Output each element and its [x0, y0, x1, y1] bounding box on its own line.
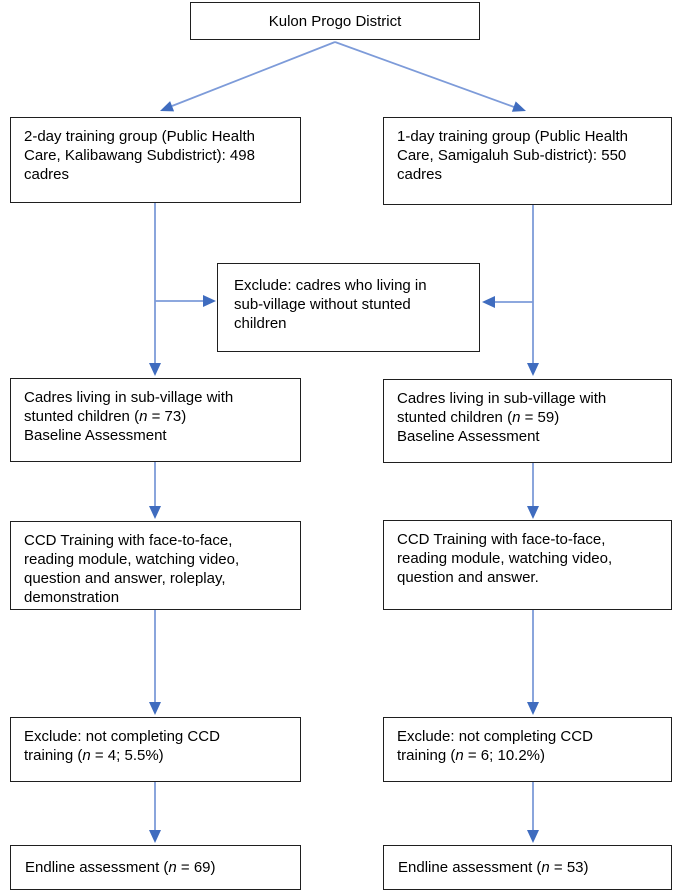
n-symbol: n	[512, 409, 521, 426]
text-line: stunted children (n = 73)	[24, 407, 287, 426]
text-line: stunted children (n = 59)	[397, 408, 658, 427]
arrowhead-left-group-to-baseline	[149, 363, 161, 376]
n-symbol: n	[82, 747, 91, 764]
arrowhead-left-exclude-to-endline	[149, 830, 161, 843]
text-line: Cadres living in sub-village with	[24, 389, 234, 406]
arrowhead-right-group-to-baseline	[527, 363, 539, 376]
right-exclude-box: Exclude: not completing CCD training (n …	[383, 717, 672, 782]
text-line: CCD Training with face-to-face,	[397, 531, 606, 548]
arrowhead-right-branch-to-exclusion	[482, 296, 495, 308]
text-segment: = 4; 5.5%)	[90, 747, 164, 764]
n-symbol: n	[455, 747, 464, 764]
text-line: Exclude: cadres who living in	[234, 277, 427, 294]
text-line: reading module, watching video,	[397, 550, 613, 567]
text-line: reading module, watching video,	[24, 551, 240, 568]
text-line: 2-day training group (Public Health	[24, 128, 255, 145]
text-line: cadres	[397, 166, 443, 183]
text-segment: = 73)	[147, 408, 187, 425]
arrowhead-right-training-to-exclude	[527, 702, 539, 715]
text-line: 1-day training group (Public Health	[397, 128, 628, 145]
district-box: Kulon Progo District	[190, 2, 480, 40]
text-line: Care, Samigaluh Sub-district): 550	[397, 147, 627, 164]
n-symbol: n	[541, 859, 550, 876]
text-line: Cadres living in sub-village with	[397, 390, 607, 407]
text-segment: Endline assessment (	[398, 859, 542, 876]
arrowhead-left-branch-to-exclusion	[203, 295, 216, 307]
text-segment: = 53)	[549, 859, 589, 876]
right-endline-box: Endline assessment (n = 53)	[383, 845, 672, 890]
text-line: Baseline Assessment	[24, 427, 167, 444]
arrowhead-left-baseline-to-training	[149, 506, 161, 519]
text-segment: stunted children (	[24, 408, 140, 425]
left-exclude-box: Exclude: not completing CCD training (n …	[10, 717, 301, 782]
arrow-district-to-left-group	[171, 41, 336, 107]
arrowhead-district-to-left-group	[160, 101, 175, 112]
text-segment: training (	[397, 747, 456, 764]
text-line: Exclude: not completing CCD	[24, 728, 220, 745]
text-line: training (n = 6; 10.2%)	[397, 746, 658, 765]
arrowhead-left-training-to-exclude	[149, 702, 161, 715]
right-baseline-box: Cadres living in sub-village with stunte…	[383, 379, 672, 463]
text-line: Baseline Assessment	[397, 428, 540, 445]
text-segment: training (	[24, 747, 83, 764]
text-line: Endline assessment (n = 53)	[398, 858, 589, 877]
right-training-box: CCD Training with face-to-face, reading …	[383, 520, 672, 610]
right-group-box: 1-day training group (Public Health Care…	[383, 117, 672, 205]
text-line: Exclude: not completing CCD	[397, 728, 593, 745]
text-line: question and answer.	[397, 569, 539, 586]
n-symbol: n	[168, 859, 177, 876]
text-segment: = 59)	[520, 409, 560, 426]
left-group-box: 2-day training group (Public Health Care…	[10, 117, 301, 203]
text-line: question and answer, roleplay,	[24, 570, 226, 587]
left-endline-box: Endline assessment (n = 69)	[10, 845, 301, 890]
arrowhead-right-exclude-to-endline	[527, 830, 539, 843]
text-segment: stunted children (	[397, 409, 513, 426]
left-training-box: CCD Training with face-to-face, reading …	[10, 521, 301, 610]
arrowhead-district-to-right-group	[511, 101, 526, 112]
arrow-district-to-right-group	[334, 41, 515, 108]
text-segment: = 69)	[176, 859, 216, 876]
left-baseline-box: Cadres living in sub-village with stunte…	[10, 378, 301, 462]
text-line: training (n = 4; 5.5%)	[24, 746, 287, 765]
district-title: Kulon Progo District	[268, 12, 402, 30]
text-line: Endline assessment (n = 69)	[25, 858, 216, 877]
text-segment: Endline assessment (	[25, 859, 169, 876]
text-line: cadres	[24, 166, 70, 183]
text-segment: = 6; 10.2%)	[463, 747, 546, 764]
text-line: demonstration	[24, 589, 120, 606]
arrowhead-right-baseline-to-training	[527, 506, 539, 519]
text-line: Care, Kalibawang Subdistrict): 498	[24, 147, 255, 164]
exclusion-box: Exclude: cadres who living in sub-villag…	[217, 263, 480, 352]
text-line: sub-village without stunted	[234, 296, 411, 313]
text-line: CCD Training with face-to-face,	[24, 532, 233, 549]
text-line: children	[234, 315, 287, 332]
n-symbol: n	[139, 408, 148, 425]
